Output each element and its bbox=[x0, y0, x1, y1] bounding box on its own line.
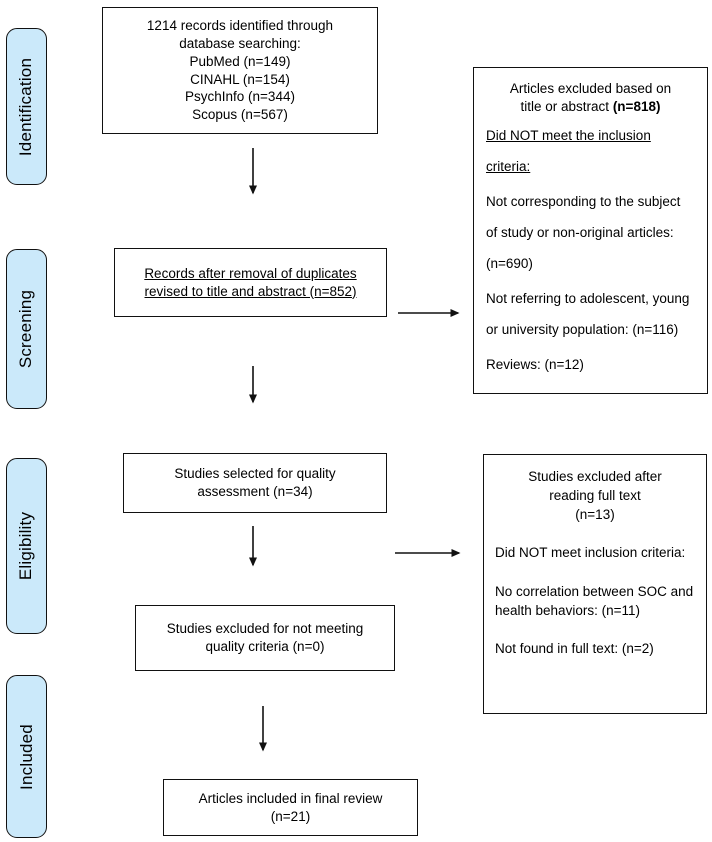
stage-label-text: Eligibility bbox=[16, 511, 36, 581]
stage-label-text: Included bbox=[16, 723, 36, 790]
stage-label-identification: Identification bbox=[6, 28, 47, 185]
exclusion-reason: Reviews: (n=12) bbox=[486, 356, 584, 372]
final-review-line: Articles included in final review bbox=[198, 790, 383, 806]
excluded-title-heading: title or abstract bbox=[520, 98, 613, 114]
excluded-title-count-line: title or abstract (n=818) bbox=[486, 98, 695, 116]
excluded-fulltext-heading: Studies excluded after bbox=[528, 469, 662, 484]
box-duplicates-removed: Records after removal of duplicates revi… bbox=[114, 248, 387, 317]
box-quality-assessment: Studies selected for quality assessment … bbox=[123, 453, 387, 513]
exclusion-reason: Not referring to adolescent, young or un… bbox=[486, 290, 690, 337]
criteria-heading: Did NOT meet inclusion criteria: bbox=[495, 545, 686, 561]
box-records-identified: 1214 records identified through database… bbox=[102, 7, 378, 134]
quality-assessment-text: Studies selected for quality assessment … bbox=[174, 466, 336, 499]
records-identified-source: CINAHL (n=154) bbox=[190, 71, 290, 87]
exclusion-reason: No correlation between SOC and health be… bbox=[495, 583, 694, 618]
exclusion-reason: Not found in full text: (n=2) bbox=[495, 640, 654, 656]
records-identified-line: 1214 records identified through bbox=[146, 18, 334, 34]
criteria-heading: Did NOT meet the inclusion criteria: bbox=[486, 127, 651, 174]
stage-label-text: Identification bbox=[16, 57, 36, 156]
stage-label-text: Screening bbox=[16, 289, 36, 369]
excluded-title-count: (n=818) bbox=[612, 98, 661, 114]
quality-excluded-text: Studies excluded for not meeting quality… bbox=[166, 621, 364, 654]
box-final-review: Articles included in final review (n=21) bbox=[163, 779, 418, 836]
exclusion-reason: Not corresponding to the subject of stud… bbox=[486, 193, 681, 271]
records-identified-line: database searching: bbox=[179, 35, 301, 51]
stage-label-eligibility: Eligibility bbox=[6, 458, 47, 634]
criteria-heading-wrap: Did NOT meet the inclusion criteria: bbox=[486, 120, 695, 182]
excluded-title-heading: Articles excluded based on bbox=[509, 81, 672, 96]
final-review-count: (n=21) bbox=[270, 808, 311, 824]
stage-label-screening: Screening bbox=[6, 249, 47, 409]
excluded-fulltext-count: (n=13) bbox=[575, 507, 615, 523]
records-identified-source: Scopus (n=567) bbox=[192, 107, 288, 123]
records-identified-source: PubMed (n=149) bbox=[189, 53, 291, 69]
box-excluded-full-text: Studies excluded after reading full text… bbox=[483, 454, 707, 714]
box-quality-excluded: Studies excluded for not meeting quality… bbox=[135, 605, 395, 671]
excluded-fulltext-heading: reading full text bbox=[549, 488, 641, 504]
stage-label-included: Included bbox=[6, 675, 47, 838]
box-excluded-title-abstract: Articles excluded based on title or abst… bbox=[473, 67, 708, 394]
records-identified-source: PsychInfo (n=344) bbox=[185, 89, 295, 105]
duplicates-removed-text: Records after removal of duplicates revi… bbox=[144, 265, 357, 299]
